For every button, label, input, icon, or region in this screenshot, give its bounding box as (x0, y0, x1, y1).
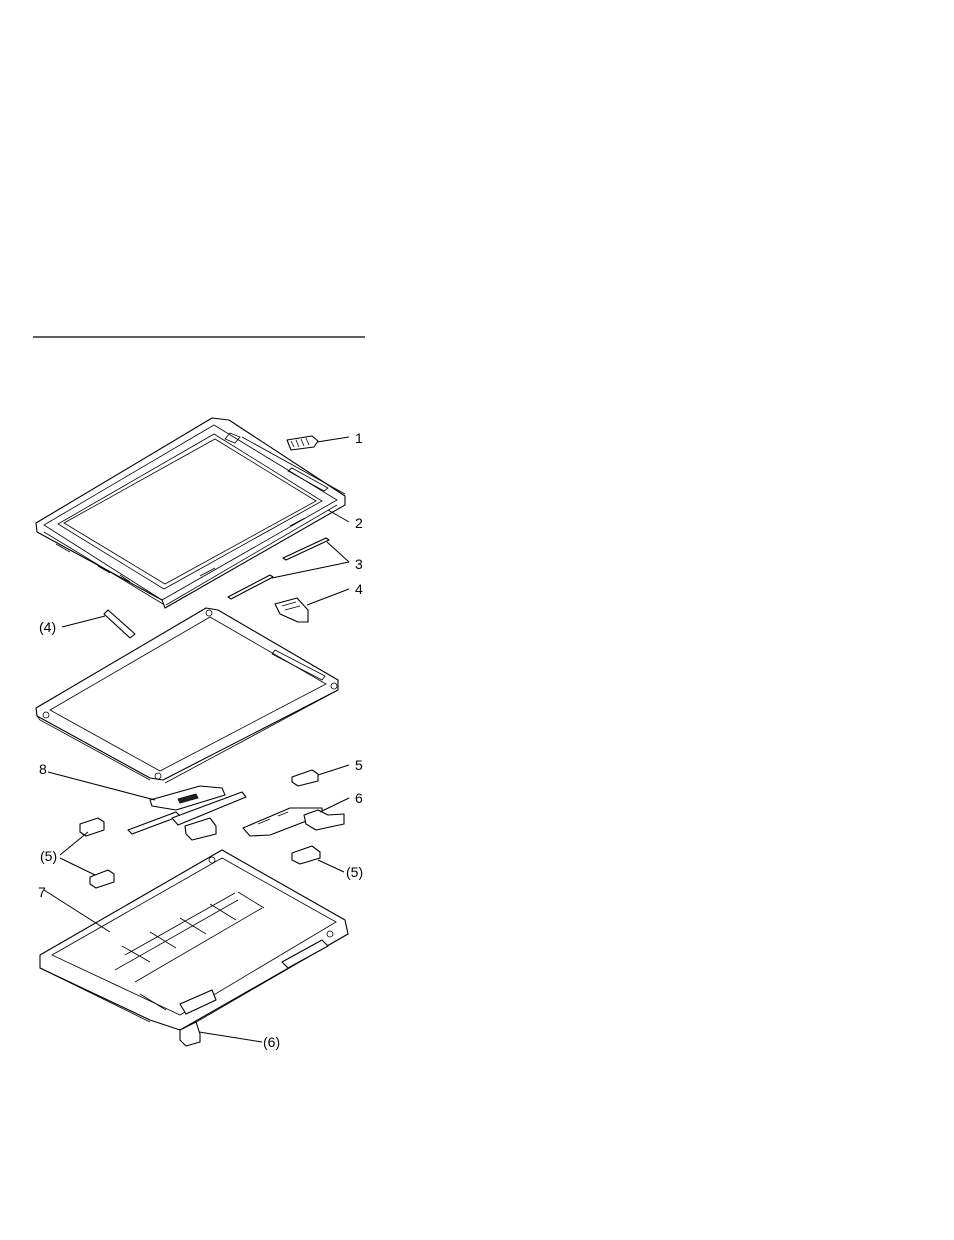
callout-3: 3 (355, 556, 363, 572)
part-4-hinge-cover (275, 598, 308, 622)
part-4-left-hinge-cover (104, 610, 135, 638)
callout-6: 6 (355, 790, 363, 806)
callout-1: 1 (355, 430, 363, 446)
part-6-hinge (243, 808, 344, 836)
callout-5-paren-right: (5) (346, 864, 363, 880)
callout-5: 5 (355, 757, 363, 773)
callout-2: 2 (355, 515, 363, 531)
part-8-inverter-assembly (128, 786, 246, 840)
callout-4: 4 (355, 581, 363, 597)
callout-6-paren: (6) (263, 1034, 280, 1050)
callout-7: 7 (38, 884, 46, 900)
part-7-rear-cover (40, 850, 348, 1030)
part-5-clip (292, 770, 318, 786)
lcd-panel (36, 608, 338, 783)
part-5-right-clip (292, 846, 320, 864)
part-5-left-clips (80, 818, 114, 888)
callout-5-paren-left: (5) (40, 848, 57, 864)
callout-4-paren: (4) (39, 619, 56, 635)
part-1-latch (287, 436, 318, 450)
callout-8: 8 (39, 761, 47, 777)
